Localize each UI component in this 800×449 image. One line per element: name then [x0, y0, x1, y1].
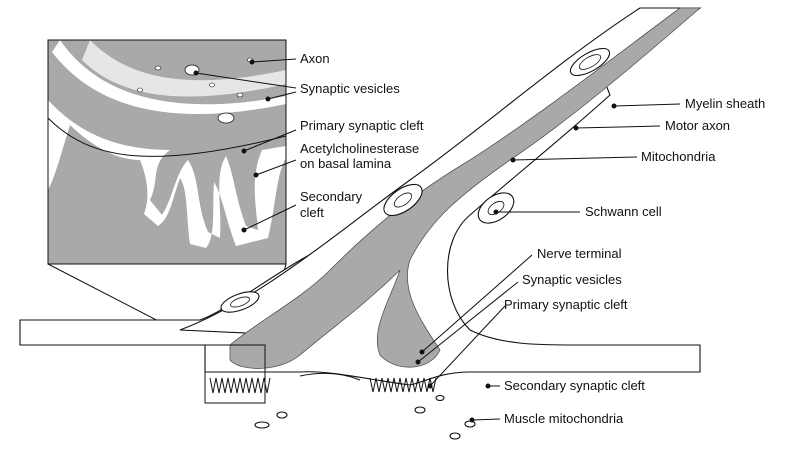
label-acetylcholinesterase: Acetylcholinesterase	[300, 141, 419, 156]
label-nerve-terminal: Nerve terminal	[537, 246, 622, 261]
label-cleft: cleft	[300, 205, 324, 220]
main-leaders	[415, 103, 681, 423]
label-muscle-mitochondria: Muscle mitochondria	[504, 411, 624, 426]
inset-leaders	[193, 58, 297, 233]
label-schwann-cell: Schwann cell	[585, 204, 662, 219]
muscle-mitochondria	[254, 394, 476, 440]
magnified-region-box	[204, 344, 266, 404]
label-inset-primary-synaptic-cleft: Primary synaptic cleft	[300, 118, 424, 133]
schwann-cells	[220, 47, 611, 313]
vesicle-2	[217, 112, 235, 124]
label-basal-lamina: on basal lamina	[300, 156, 392, 171]
basal-lamina-band	[82, 40, 286, 97]
label-secondary: Secondary	[300, 189, 363, 204]
label-synaptic-vesicles: Synaptic vesicles	[522, 272, 622, 287]
label-mitochondria: Mitochondria	[641, 149, 716, 164]
label-motor-axon: Motor axon	[665, 118, 730, 133]
label-inset-synaptic-vesicles: Synaptic vesicles	[300, 81, 400, 96]
secondary-cleft-folds	[48, 100, 286, 248]
inset-panel	[47, 39, 287, 265]
label-axon: Axon	[300, 51, 330, 66]
label-myelin-sheath: Myelin sheath	[685, 96, 765, 111]
junctional-folds	[209, 372, 437, 394]
label-primary-synaptic-cleft: Primary synaptic cleft	[504, 297, 628, 312]
label-secondary-synaptic-cleft: Secondary synaptic cleft	[504, 378, 645, 393]
motor-axon	[229, 7, 702, 369]
